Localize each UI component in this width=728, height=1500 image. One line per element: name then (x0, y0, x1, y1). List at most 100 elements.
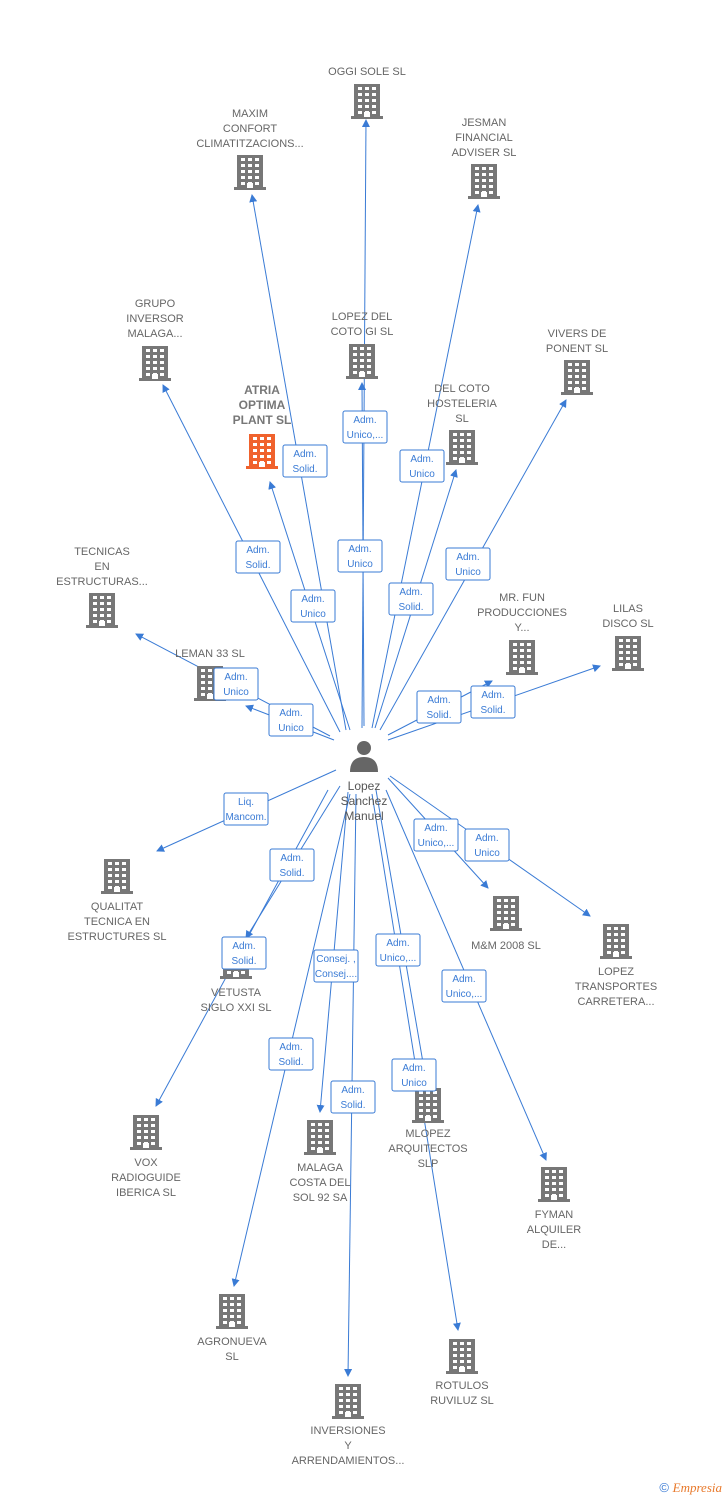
company-node-inversiones[interactable]: INVERSIONESYARRENDAMIENTOS... (292, 1384, 405, 1467)
building-icon (446, 430, 478, 465)
company-node-grupo[interactable]: GRUPOINVERSORMALAGA... (126, 298, 184, 381)
company-name: SOL 92 SA (293, 1192, 348, 1204)
edge-label-text: Adm. (402, 1063, 425, 1074)
edge-label-text: Unico (347, 559, 373, 570)
building-icon (332, 1384, 364, 1419)
building-icon (304, 1120, 336, 1155)
edge-label-box (441, 969, 487, 1003)
company-node-lopeztrans[interactable]: LOPEZTRANSPORTESCARRETERA... (575, 924, 657, 1008)
edge-label-text: Unico (409, 469, 435, 480)
company-node-mrfun[interactable]: MR. FUNPRODUCCIONESY... (477, 592, 567, 675)
edge-label-atria[interactable]: Adm.Unico (290, 589, 336, 623)
edge-label-text: Solid. (426, 710, 451, 721)
edge-label-text: Unico,... (347, 430, 384, 441)
edge-label-tecnicas[interactable]: Adm.Unico (213, 667, 259, 701)
edge-label-grupo[interactable]: Adm.Solid. (235, 540, 281, 574)
company-name: SL (455, 413, 468, 425)
company-name: ADVISER SL (452, 147, 517, 159)
edge-label-vox[interactable]: Adm.Solid. (221, 936, 267, 970)
edge-label-text: Unico (278, 723, 304, 734)
building-icon (561, 360, 593, 395)
company-name: ROTULOS (435, 1380, 488, 1392)
edge-label-text: Unico,... (380, 953, 417, 964)
edge-label-leman[interactable]: Adm.Unico (268, 703, 314, 737)
company-name: ARQUITECTOS (388, 1143, 467, 1155)
company-name: SIGLO XXI SL (201, 1002, 272, 1014)
edge-label-fyman[interactable]: Adm. Unico,... (441, 969, 487, 1003)
edge-label-qualitat[interactable]: Liq.Mancom. (223, 792, 269, 826)
edge-label-agronueva[interactable]: Adm.Solid. (268, 1037, 314, 1071)
company-node-maxim[interactable]: MAXIMCONFORTCLIMATITZACIONS... (196, 108, 304, 190)
edge-label-text: Unico (455, 567, 481, 578)
company-node-mm2008[interactable]: M&M 2008 SL (471, 896, 541, 952)
edge-label-delcoto[interactable]: Adm.Solid. (388, 582, 434, 616)
edge-label-mlopez[interactable]: Adm.Unico,... (375, 933, 421, 967)
building-icon (412, 1088, 444, 1123)
edge-label-malaga[interactable]: Consej. , Consej.... (313, 949, 359, 983)
edge-label-box (416, 690, 462, 724)
building-icon (86, 593, 118, 628)
company-name: IBERICA SL (116, 1187, 176, 1199)
building-icon (351, 84, 383, 119)
edge-label-text: Adm. (452, 974, 475, 985)
edge-label-rotulos[interactable]: Adm.Unico (391, 1058, 437, 1092)
company-name: TECNICA EN (84, 916, 150, 928)
edge-label-jesman[interactable]: Adm.Unico (399, 449, 445, 483)
edge-label-text: Unico (300, 609, 326, 620)
edge-label-box (313, 949, 359, 983)
edge-label-text: Adm. (232, 941, 255, 952)
building-icon (446, 1339, 478, 1374)
edge-label-inversiones[interactable]: Adm.Solid. (330, 1080, 376, 1114)
edge-label-text: Unico,... (418, 838, 455, 849)
building-icon (139, 346, 171, 381)
edge-label-box (413, 818, 459, 852)
edge-label-text: Solid. (340, 1100, 365, 1111)
edge-label-text: Consej.... (315, 969, 357, 980)
edge-label-text: Solid. (279, 868, 304, 879)
company-node-oggi[interactable]: OGGI SOLE SL (328, 66, 406, 119)
company-node-fyman[interactable]: FYMANALQUILERDE... (527, 1167, 581, 1251)
edge-label-mrfun[interactable]: Adm.Solid. (416, 690, 462, 724)
company-name: ARRENDAMIENTOS... (292, 1455, 405, 1467)
edge-label-text: Unico,... (446, 989, 483, 1000)
company-name: VETUSTA (211, 987, 262, 999)
company-name: Y (344, 1440, 352, 1452)
company-name: AGRONUEVA (197, 1336, 267, 1348)
edge-label-text: Consej. , (316, 954, 355, 965)
edge-label-box (223, 792, 269, 826)
company-name: MALAGA (297, 1162, 344, 1174)
edge-label-text: Adm. (399, 587, 422, 598)
edge-label-vivers[interactable]: Adm.Unico (445, 547, 491, 581)
company-name: MALAGA... (127, 328, 182, 340)
company-node-tecnicas[interactable]: TECNICASENESTRUCTURAS... (56, 546, 148, 628)
edge-label-lopezdelcoto[interactable]: Adm.Unico (337, 539, 383, 573)
edge-label-maxim[interactable]: Adm.Solid. (282, 444, 328, 478)
company-name: TRANSPORTES (575, 981, 657, 993)
edge-label-oggi[interactable]: Adm.Unico,... (342, 410, 388, 444)
building-icon (346, 344, 378, 379)
edge-label-mm2008[interactable]: Adm.Unico,... (413, 818, 459, 852)
company-name: SLP (418, 1158, 439, 1170)
edge-label-lopeztrans[interactable]: Adm.Unico (464, 828, 510, 862)
company-name: OPTIMA (239, 398, 286, 412)
edge-label-lilas[interactable]: Adm.Solid. (470, 685, 516, 719)
edge-label-box (375, 933, 421, 967)
edge-label-text: Solid. (480, 705, 505, 716)
company-name: FINANCIAL (455, 132, 512, 144)
edge-label-vetusta[interactable]: Adm.Solid. (269, 848, 315, 882)
brand-logo[interactable]: Empresia (672, 1480, 722, 1495)
